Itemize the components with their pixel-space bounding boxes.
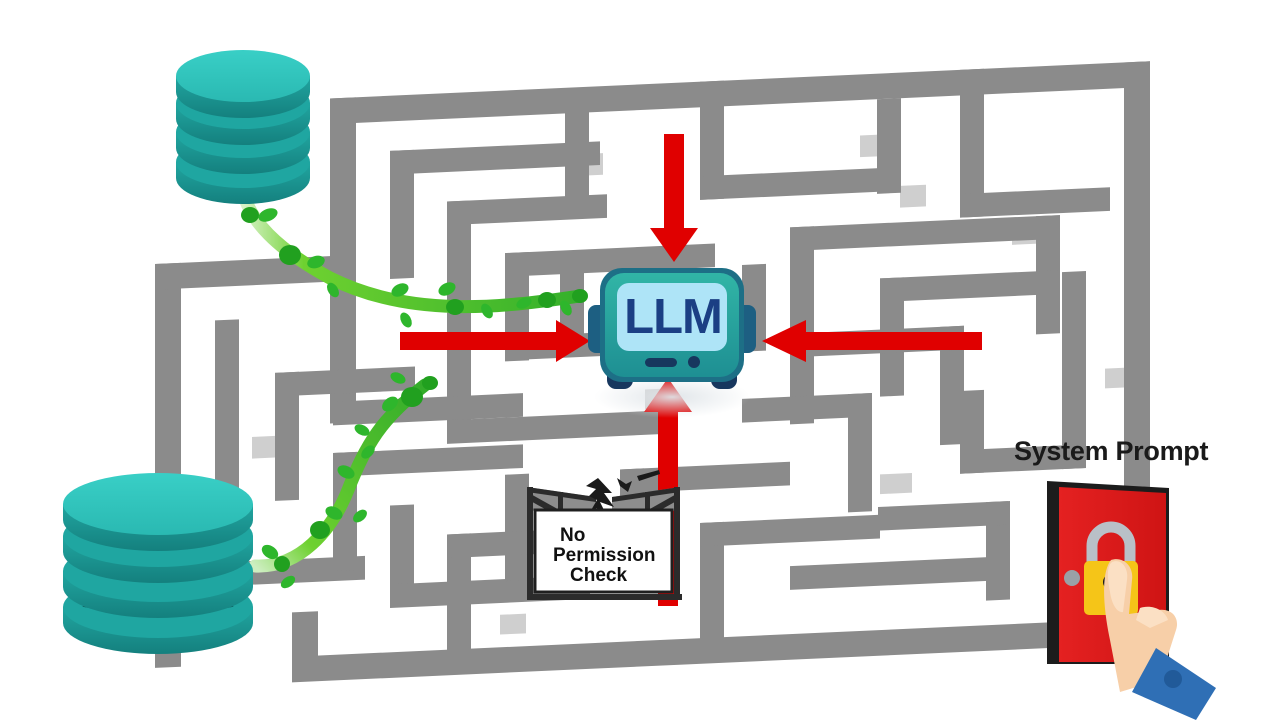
arrow-from-left	[400, 320, 590, 362]
robot-indicator-light	[688, 356, 700, 368]
llm-robot[interactable]	[588, 268, 756, 418]
gate-sign-line-3: Check	[570, 565, 628, 586]
llm-screen-label: LLM	[624, 290, 723, 344]
db-disk-top	[176, 50, 310, 118]
robot-speaker	[645, 358, 677, 367]
system-prompt-door[interactable]	[1047, 481, 1216, 720]
database-top-left	[176, 50, 310, 204]
vine-from-bottom-database	[248, 372, 438, 589]
database-bottom-left	[63, 473, 253, 654]
vine-nodes	[241, 207, 588, 315]
vine-leaves	[258, 208, 572, 328]
robot-shadow	[594, 376, 750, 418]
hand-icon	[1104, 559, 1216, 720]
gate-sign-line-2: Permission	[553, 545, 656, 566]
db-disk-top	[63, 473, 253, 551]
door-knob	[1064, 570, 1080, 586]
arrow-from-top	[650, 134, 698, 262]
vine-nodes-2	[274, 376, 438, 572]
arrow-from-right	[762, 320, 982, 362]
vine-leaves-2	[261, 372, 406, 589]
vine-from-top-database	[236, 185, 588, 328]
broken-permission-gate	[527, 470, 682, 600]
system-prompt-label: System Prompt	[1014, 436, 1209, 466]
robot-screen	[617, 283, 727, 351]
gate-sign-line-1: No	[560, 525, 586, 546]
cuff-button	[1164, 670, 1182, 688]
